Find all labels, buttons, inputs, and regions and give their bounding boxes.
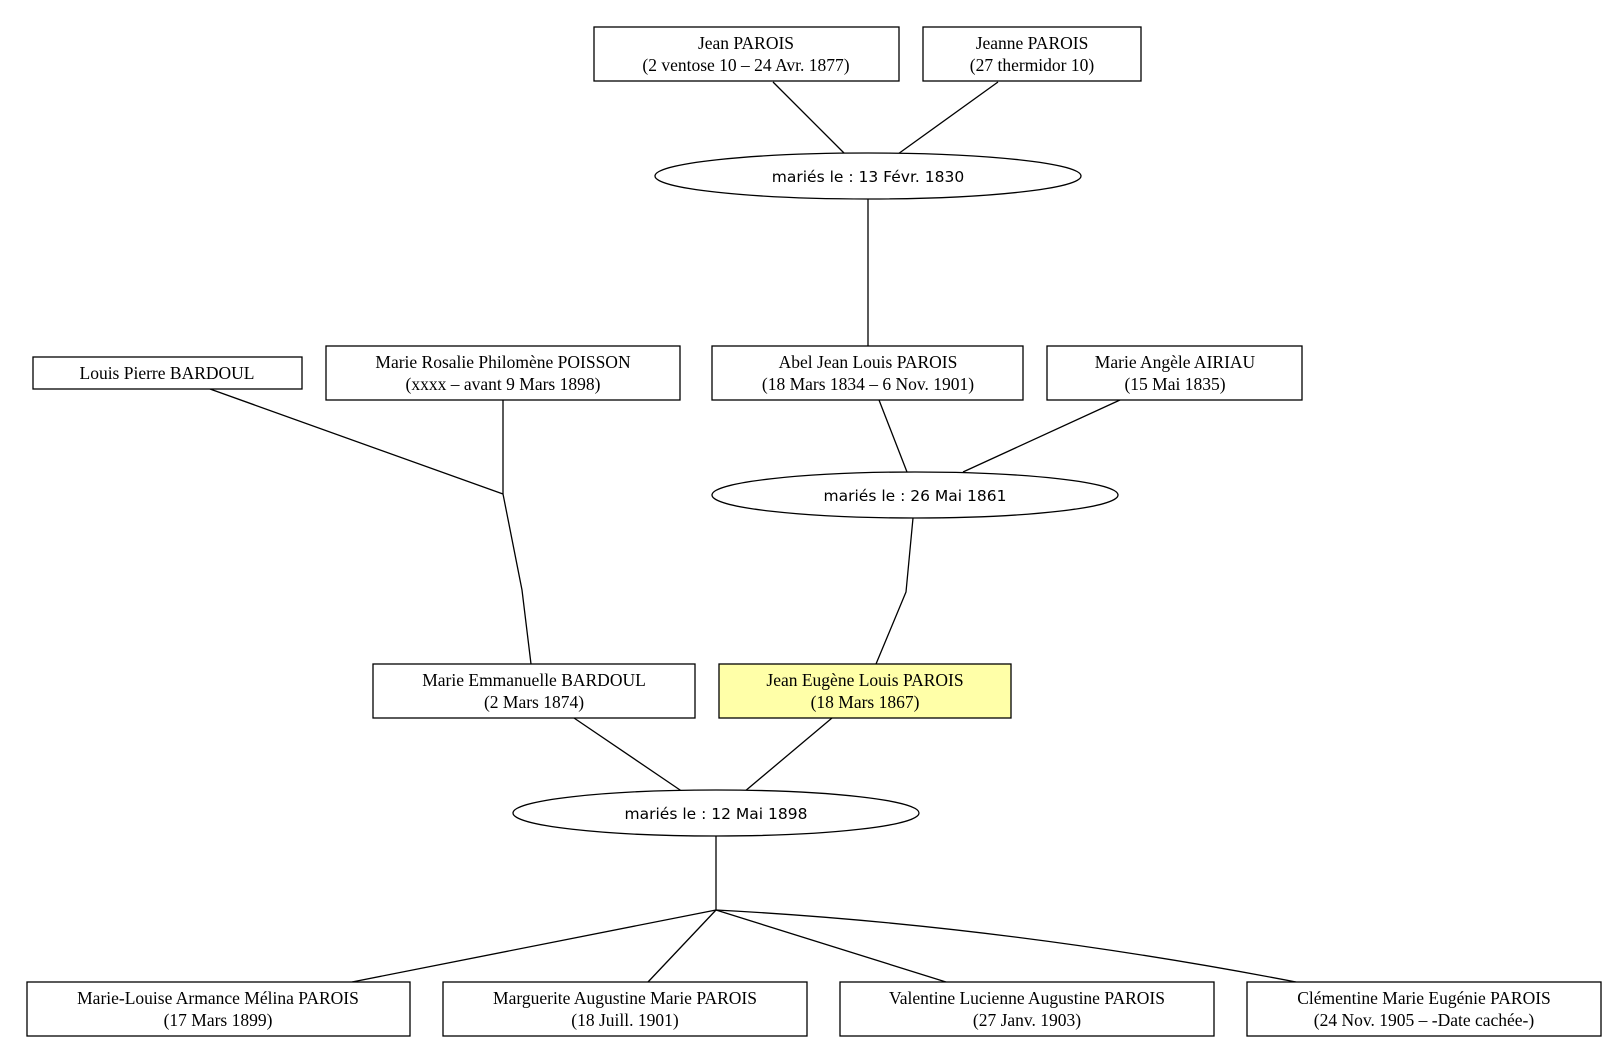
person-dates: (18 Juill. 1901) (571, 1010, 679, 1030)
person-marie-angele-airiau[interactable]: Marie Angèle AIRIAU (15 Mai 1835) (1046, 345, 1303, 401)
person-abel-jean-louis-parois[interactable]: Abel Jean Louis PAROIS (18 Mars 1834 – 6… (711, 345, 1024, 401)
link-union-to-marie-emmanuelle (502, 493, 532, 665)
person-name: Marie Rosalie Philomène POISSON (375, 352, 631, 372)
person-marie-louise-parois[interactable]: Marie-Louise Armance Mélina PAROIS (17 M… (26, 981, 411, 1037)
link-to-marie-louise (351, 909, 717, 983)
marriage-label: mariés le : 26 Mai 1861 (824, 487, 1007, 505)
person-name: Abel Jean Louis PAROIS (779, 352, 958, 372)
person-marguerite-parois[interactable]: Marguerite Augustine Marie PAROIS (18 Ju… (442, 981, 808, 1037)
marriage-label: mariés le : 13 Févr. 1830 (772, 168, 964, 186)
person-name: Marie Emmanuelle BARDOUL (422, 670, 646, 690)
person-name: Marie-Louise Armance Mélina PAROIS (77, 988, 359, 1008)
person-dates: (27 thermidor 10) (970, 55, 1095, 75)
link-abel-to-m1861 (878, 399, 908, 473)
link-to-clementine (715, 909, 1297, 983)
person-jeanne-parois[interactable]: Jeanne PAROIS (27 thermidor 10) (922, 26, 1142, 82)
link-jean-to-m1830 (772, 81, 846, 155)
connector-lines (209, 81, 1297, 983)
person-name: Jean Eugène Louis PAROIS (766, 670, 963, 690)
person-clementine-parois[interactable]: Clémentine Marie Eugénie PAROIS (24 Nov.… (1246, 981, 1602, 1037)
link-louis-pierre-to-union (209, 388, 504, 495)
person-name: Louis Pierre BARDOUL (80, 363, 255, 383)
person-dates: (15 Mai 1835) (1124, 374, 1225, 394)
person-dates: (24 Nov. 1905 – -Date cachée-) (1314, 1010, 1535, 1030)
link-to-valentine (715, 909, 947, 983)
person-name: Clémentine Marie Eugénie PAROIS (1297, 988, 1551, 1008)
person-dates: (2 ventose 10 – 24 Avr. 1877) (642, 55, 849, 75)
person-dates: (xxxx – avant 9 Mars 1898) (406, 374, 601, 394)
marriage-1861: mariés le : 26 Mai 1861 (711, 471, 1119, 519)
marriage-1830: mariés le : 13 Févr. 1830 (654, 152, 1082, 200)
person-louis-pierre-bardoul[interactable]: Louis Pierre BARDOUL (32, 356, 303, 390)
person-jean-parois[interactable]: Jean PAROIS (2 ventose 10 – 24 Avr. 1877… (593, 26, 900, 82)
person-dates: (2 Mars 1874) (484, 692, 584, 712)
person-name: Marie Angèle AIRIAU (1095, 352, 1256, 372)
link-marie-emmanuelle-to-m1898 (573, 717, 684, 793)
person-name: Marguerite Augustine Marie PAROIS (493, 988, 757, 1008)
link-airiau-to-m1861 (962, 399, 1121, 473)
person-valentine-parois[interactable]: Valentine Lucienne Augustine PAROIS (27 … (839, 981, 1215, 1037)
person-marie-rosalie-poisson[interactable]: Marie Rosalie Philomène POISSON (xxxx – … (325, 345, 681, 401)
person-dates: (18 Mars 1867) (811, 692, 920, 712)
person-name: Jean PAROIS (698, 33, 794, 53)
link-m1861-to-jean-eugene (875, 517, 914, 665)
person-dates: (17 Mars 1899) (164, 1010, 273, 1030)
person-dates: (27 Janv. 1903) (973, 1010, 1081, 1030)
person-name: Jeanne PAROIS (976, 33, 1089, 53)
person-jean-eugene-louis-parois[interactable]: Jean Eugène Louis PAROIS (18 Mars 1867) (718, 663, 1012, 719)
link-jeanne-to-m1830 (897, 81, 999, 155)
link-to-marguerite (647, 909, 717, 983)
person-name: Valentine Lucienne Augustine PAROIS (889, 988, 1165, 1008)
link-jean-eugene-to-m1898 (743, 717, 833, 793)
marriage-label: mariés le : 12 Mai 1898 (625, 805, 808, 823)
marriage-1898: mariés le : 12 Mai 1898 (512, 789, 920, 837)
person-dates: (18 Mars 1834 – 6 Nov. 1901) (762, 374, 974, 394)
person-marie-emmanuelle-bardoul[interactable]: Marie Emmanuelle BARDOUL (2 Mars 1874) (372, 663, 696, 719)
